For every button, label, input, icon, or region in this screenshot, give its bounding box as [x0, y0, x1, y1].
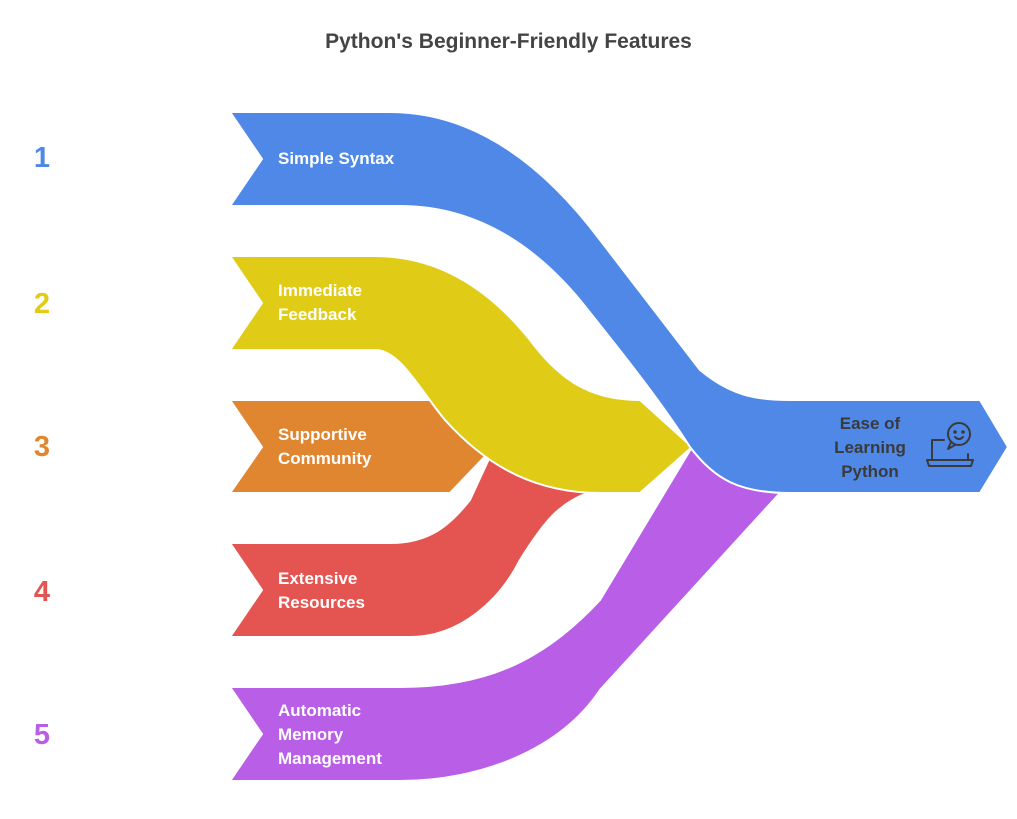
band-automatic-memory-management	[228, 445, 782, 782]
feature-label-supportive-community: Supportive Community	[278, 423, 448, 471]
step-number-5: 5	[33, 719, 51, 751]
feature-label-immediate-feedback: Immediate Feedback	[278, 279, 448, 327]
step-number-1: 1	[33, 142, 51, 174]
step-number-4: 4	[33, 576, 51, 608]
step-number-3: 3	[33, 431, 51, 463]
feature-label-line: Extensive	[278, 569, 358, 588]
feature-label-line: Automatic	[278, 701, 362, 720]
target-label-line: Learning	[834, 438, 906, 457]
feature-label-line: Community	[278, 449, 372, 468]
band-immediate-feedback	[228, 255, 694, 494]
band-extensive-resources	[228, 446, 591, 638]
diagram-title: Python's Beginner-Friendly Features	[325, 30, 692, 53]
feature-label-line: Memory	[278, 725, 344, 744]
step-number-2: 2	[33, 288, 51, 320]
feature-label-line: Resources	[278, 593, 365, 612]
target-label-ease-of-learning-python: Ease of Learning Python	[800, 412, 940, 484]
feature-label-extensive-resources: Extensive Resources	[278, 567, 448, 615]
laptop-chat-icon	[926, 422, 974, 467]
target-label-line: Ease of	[839, 414, 901, 433]
feature-label-line: Supportive	[278, 425, 367, 444]
feature-label-line: Feedback	[278, 305, 357, 324]
feature-label-line: Simple Syntax	[278, 149, 395, 168]
feature-label-automatic-memory-management: Automatic Memory Management	[278, 699, 448, 771]
feature-label-line: Management	[278, 749, 382, 768]
band-simple-syntax	[228, 111, 1010, 494]
target-label-line: Python	[841, 462, 899, 481]
feature-label-line: Immediate	[278, 281, 363, 300]
feature-label-simple-syntax: Simple Syntax	[278, 147, 448, 171]
